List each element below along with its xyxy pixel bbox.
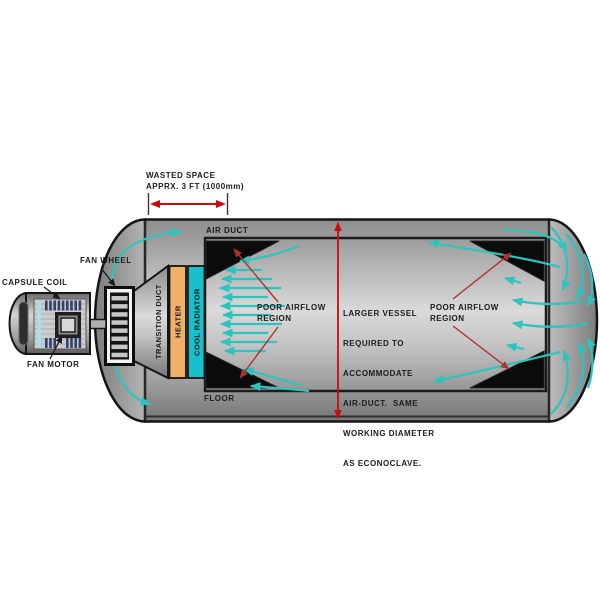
capsule-coil-leader	[43, 286, 61, 300]
wasted-space-dimension	[147, 193, 229, 215]
airflow-arrows	[109, 226, 596, 415]
flow-arrow	[550, 226, 571, 291]
center-note-line1: LARGER VESSEL	[343, 309, 418, 318]
end-cap-slot	[18, 301, 29, 346]
fan-motor-block-core	[60, 317, 76, 333]
flow-arrow	[550, 350, 572, 415]
fan-wheel-leader	[100, 267, 116, 287]
fan-wheel-shape	[104, 286, 135, 366]
flow-arrow	[239, 244, 300, 265]
dimension-arrowhead	[334, 410, 342, 420]
fan-wheel-label: FAN WHEEL	[80, 256, 132, 265]
center-note-line6: AS ECONOCLAVE.	[343, 459, 422, 468]
poor-airflow-right-label-line2: REGION	[430, 314, 465, 323]
poor-airflow-callout-arrows	[233, 248, 512, 379]
flow-arrow	[512, 320, 589, 330]
flow-arrow	[566, 342, 587, 408]
callout-arrow	[233, 248, 279, 303]
flow-arrow	[109, 227, 182, 285]
dimension-arrowhead	[216, 200, 226, 208]
air-duct-label: AIR DUCT	[206, 226, 249, 235]
fan-motor-leader	[49, 335, 63, 360]
flow-arrow	[243, 367, 301, 387]
center-note-line4: AIR-DUCT. SAME	[343, 399, 419, 408]
heater-shape	[168, 265, 187, 379]
center-note-line3: ACCOMMODATE	[343, 369, 413, 378]
cool-radiator-shape	[187, 265, 206, 379]
flow-arrow	[583, 253, 596, 307]
capsule-coil-label: CAPSULE COIL	[2, 278, 68, 287]
fan-motor-label: FAN MOTOR	[27, 360, 80, 369]
center-note: LARGER VESSEL REQUIRED TO ACCOMMODATE AI…	[343, 290, 435, 488]
capsule-coil-windings	[45, 300, 82, 348]
dimension-arrowhead	[334, 221, 342, 231]
motor-cyan-stripe	[37, 301, 41, 347]
flow-arrow	[428, 239, 561, 269]
flow-arrow	[586, 337, 596, 389]
floor-label: FLOOR	[204, 394, 235, 403]
flow-arrow	[504, 276, 522, 286]
callout-arrow	[452, 252, 512, 300]
flow-arrow	[512, 297, 584, 307]
label-leader-arrows	[43, 267, 116, 360]
flow-arrow	[114, 365, 151, 406]
callout-arrow	[239, 326, 279, 379]
poor-airflow-left-label-line2: REGION	[257, 314, 292, 323]
center-note-line2: REQUIRED TO	[343, 339, 404, 348]
transition-duct-label: TRANSITION DUCT	[154, 284, 163, 360]
flow-arrow	[506, 342, 525, 352]
baffle-top-right	[469, 240, 545, 282]
poor-airflow-left-label-line1: POOR AIRFLOW	[257, 303, 326, 312]
wasted-space-label-line2: APPRX. 3 FT (1000mm)	[146, 182, 245, 191]
cool-radiator-label: COOL RADIATOR	[192, 288, 201, 356]
flow-arrow	[565, 233, 586, 299]
dimension-arrowhead	[150, 200, 160, 208]
callout-arrow	[452, 325, 510, 370]
center-note-line5: WORKING DIAMETER	[343, 429, 435, 438]
heater-label: HEATER	[173, 305, 183, 339]
wasted-space-label-line1: WASTED SPACE	[146, 171, 216, 180]
flow-arrow	[433, 350, 561, 384]
flow-arrow	[250, 382, 310, 393]
poor-airflow-right-label-line1: POOR AIRFLOW	[430, 303, 499, 312]
vessel-diameter-dimension	[334, 221, 342, 420]
